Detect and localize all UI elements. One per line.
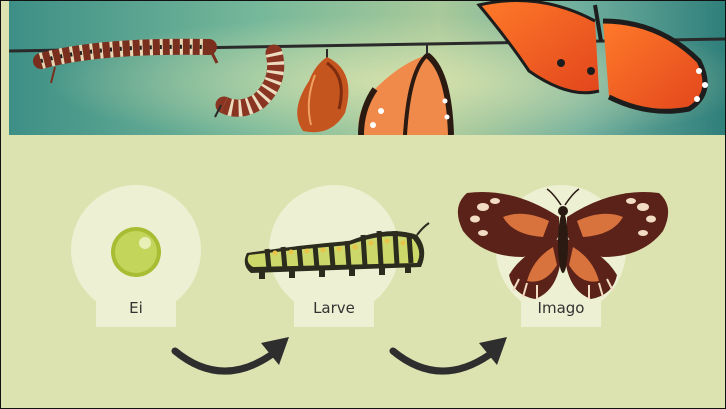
- arrow-egg-to-larva: [171, 333, 295, 385]
- caterpillar-icon: [239, 205, 431, 287]
- arrow-larva-to-imago: [389, 333, 513, 385]
- stage-label: Ei: [96, 299, 176, 317]
- stage-label: Larve: [294, 299, 374, 317]
- butterfly-icon: [453, 187, 673, 303]
- metamorphosis-photo-banner: [9, 1, 725, 135]
- stage-egg: Ei: [71, 185, 201, 327]
- life-cycle-stages: Ei Larve: [1, 135, 725, 408]
- metamorphosis-photo: [9, 1, 725, 135]
- egg-icon: [109, 225, 163, 279]
